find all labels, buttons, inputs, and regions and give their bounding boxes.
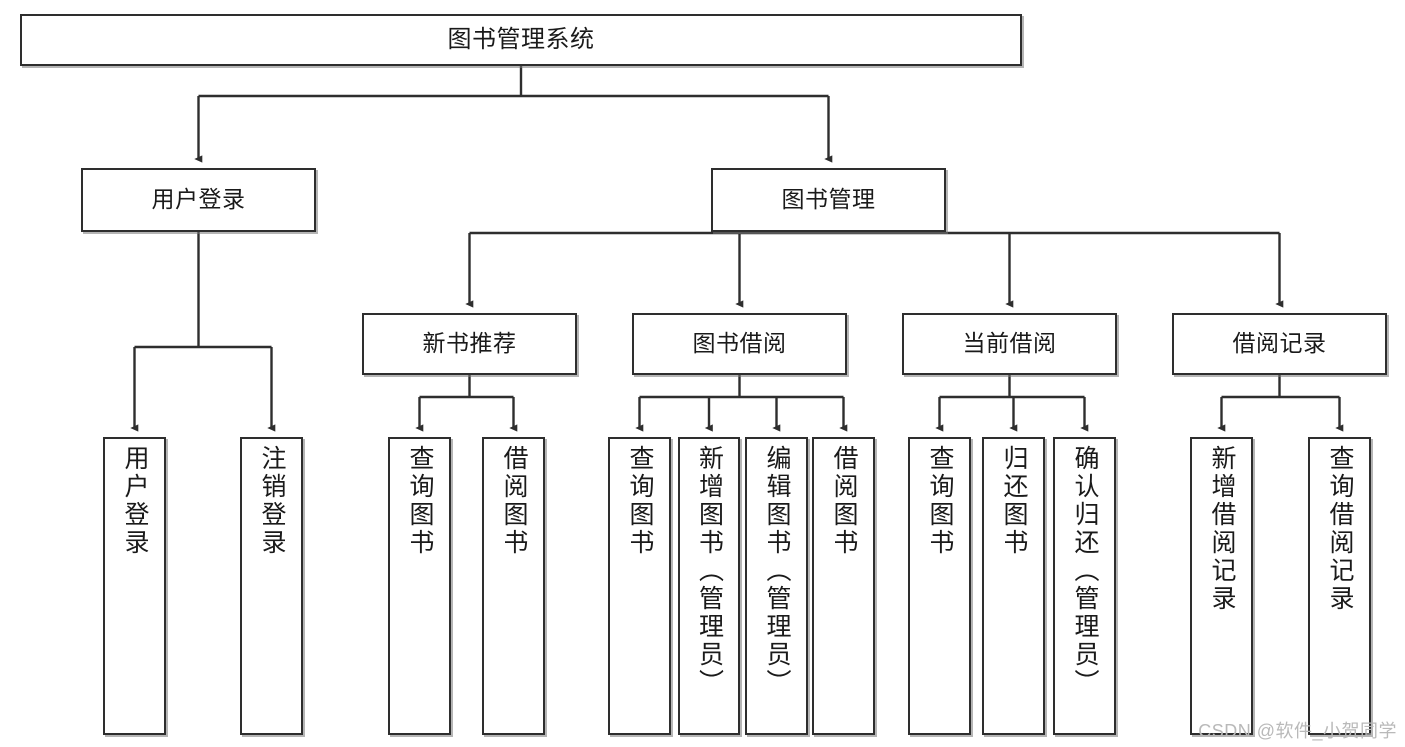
node-label: 借阅记录 [1232, 330, 1327, 357]
node-label: 图书借阅 [692, 330, 787, 357]
node-label: 图书管理 [781, 186, 876, 213]
node-label: 用户登录 [121, 445, 149, 557]
node-label: 当前借阅 [962, 330, 1057, 357]
node-label: 新增图书（管理员） [695, 445, 724, 697]
node-label: 注销登录 [258, 445, 286, 557]
node-label: 图书管理系统 [447, 25, 595, 53]
node-leaf-login-1[interactable]: 用户登录 [103, 437, 166, 735]
node-label: 查询图书 [406, 445, 434, 557]
node-leaf-bor-4[interactable]: 借阅图书 [812, 437, 875, 735]
node-newbook[interactable]: 新书推荐 [362, 313, 577, 375]
node-leaf-bor-3[interactable]: 编辑图书（管理员） [745, 437, 808, 735]
node-leaf-bor-2[interactable]: 新增图书（管理员） [678, 437, 740, 735]
node-label: 新书推荐 [422, 330, 517, 357]
node-label: 借阅图书 [830, 445, 858, 557]
node-label: 确认归还（管理员） [1071, 445, 1099, 697]
node-leaf-bor-1[interactable]: 查询图书 [608, 437, 671, 735]
node-leaf-cur-3[interactable]: 确认归还（管理员） [1053, 437, 1116, 735]
watermark-text: CSDN @软件_小贺同学 [1198, 721, 1397, 741]
node-leaf-rec-2[interactable]: 查询借阅记录 [1308, 437, 1371, 735]
node-leaf-cur-2[interactable]: 归还图书 [982, 437, 1045, 735]
node-label: 新增借阅记录 [1208, 445, 1236, 613]
node-leaf-rec-1[interactable]: 新增借阅记录 [1190, 437, 1253, 735]
node-leaf-new-1[interactable]: 查询图书 [388, 437, 451, 735]
node-label: 编辑图书（管理员） [763, 445, 791, 697]
node-label: 用户登录 [151, 186, 246, 213]
node-label: 借阅图书 [500, 445, 528, 557]
node-leaf-cur-1[interactable]: 查询图书 [908, 437, 971, 735]
node-borrow[interactable]: 图书借阅 [632, 313, 847, 375]
node-records[interactable]: 借阅记录 [1172, 313, 1387, 375]
node-leaf-new-2[interactable]: 借阅图书 [482, 437, 545, 735]
node-label: 查询图书 [926, 445, 954, 557]
node-label: 查询借阅记录 [1326, 445, 1354, 613]
node-label: 查询图书 [626, 445, 654, 557]
node-leaf-login-2[interactable]: 注销登录 [240, 437, 303, 735]
node-bookmgmt[interactable]: 图书管理 [711, 168, 946, 232]
node-root[interactable]: 图书管理系统 [20, 14, 1022, 66]
node-label: 归还图书 [1000, 445, 1028, 557]
node-current[interactable]: 当前借阅 [902, 313, 1117, 375]
node-login[interactable]: 用户登录 [81, 168, 316, 232]
